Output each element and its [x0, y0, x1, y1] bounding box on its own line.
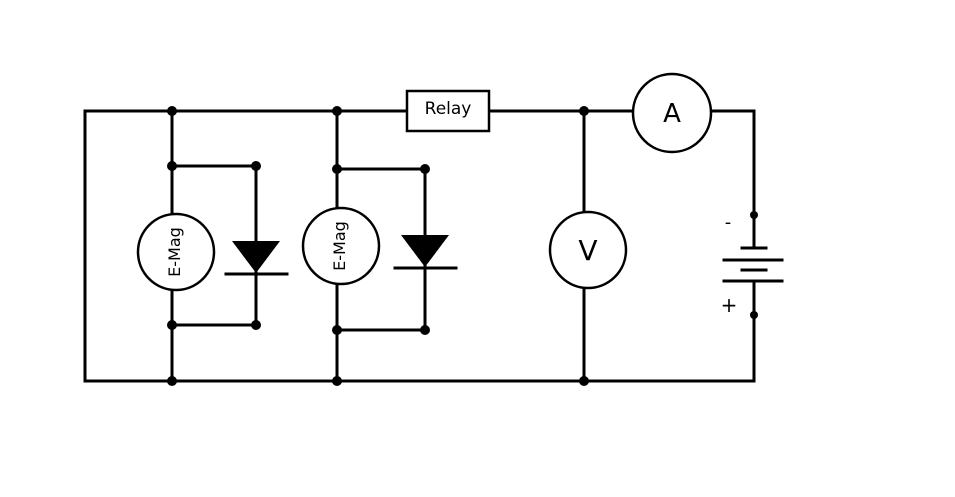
electromagnet-1: E-Mag — [136, 212, 216, 292]
battery-positive-label: + — [721, 293, 738, 317]
electromagnet-2: E-Mag — [301, 206, 381, 286]
junction-dots — [167, 106, 758, 386]
battery-negative-label: - — [725, 212, 732, 233]
relay: Relay — [405, 89, 491, 133]
ammeter: A — [631, 72, 713, 154]
relay-label: Relay — [425, 99, 472, 119]
voltmeter: V — [548, 210, 628, 290]
electromagnet-1-label: E-Mag — [165, 227, 184, 277]
diode-1 — [224, 241, 289, 276]
electromagnet-2-label: E-Mag — [330, 221, 349, 271]
battery: - + — [721, 212, 784, 317]
voltmeter-label: V — [578, 234, 597, 267]
diode-2 — [393, 235, 458, 270]
ammeter-label: A — [663, 99, 681, 129]
